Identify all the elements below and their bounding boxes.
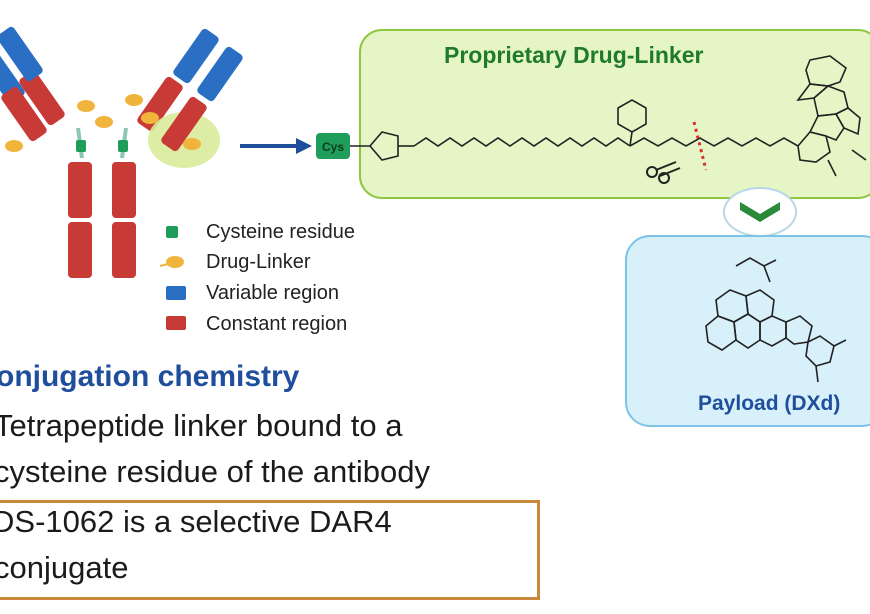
drug-linker-marker-icon — [166, 256, 184, 268]
drug-linker-dot — [183, 138, 201, 150]
drug-linker-dot — [95, 116, 113, 128]
dar4-line-1: DS-1062 is a selective DAR4 — [0, 504, 392, 539]
cysteine-marker-icon — [166, 226, 178, 238]
constant-region-marker-icon — [166, 316, 186, 330]
drug-linker-title: Proprietary Drug-Linker — [444, 42, 704, 68]
cys-tag: Cys — [322, 140, 344, 154]
constant-region-block — [112, 162, 136, 218]
constant-region-block — [68, 162, 92, 218]
drug-linker-panel — [359, 29, 870, 199]
legend-label-variable-region: Variable region — [206, 282, 340, 304]
arrow-head — [296, 138, 312, 154]
legend-label-constant-region: Constant region — [206, 313, 348, 335]
constant-region-block — [68, 222, 92, 278]
drug-linker-dot — [141, 112, 159, 124]
cysteine-residue — [76, 140, 86, 152]
drug-linker-dot — [125, 94, 143, 106]
antibody-right-arm — [125, 28, 243, 168]
variable-region-block — [197, 46, 243, 102]
variable-region-marker-icon — [166, 286, 186, 300]
drug-linker-dot — [77, 100, 95, 112]
legend-label-cysteine: Cysteine residue — [206, 221, 355, 243]
conjugation-heading: onjugation chemistry — [0, 360, 300, 393]
conjugation-line-1: Tetrapeptide linker bound to a — [0, 408, 403, 443]
scissors-icon — [646, 161, 681, 184]
antibody — [0, 26, 243, 278]
dar4-highlight-box — [0, 500, 540, 600]
drug-linker-dot — [5, 140, 23, 152]
cys-tag-box — [316, 133, 350, 159]
variable-region-block — [0, 26, 43, 82]
constant-region-block — [1, 86, 47, 142]
payload-structure — [705, 257, 847, 383]
conjugation-line-2: cysteine residue of the antibody — [0, 454, 430, 489]
chevron-down-icon — [740, 202, 780, 222]
antibody-left-arm — [0, 26, 113, 152]
drug-linker-marker-tail — [159, 263, 169, 267]
constant-region-block — [161, 96, 207, 152]
variable-region-block — [173, 28, 219, 84]
cysteine-residue — [118, 140, 128, 152]
constant-region-block — [112, 222, 136, 278]
drug-linker-structure — [350, 55, 867, 177]
release-chevron-badge — [723, 187, 797, 237]
constant-region-block — [19, 70, 65, 126]
cleavage-site — [692, 121, 708, 171]
legend-label-drug-linker: Drug-Linker — [206, 251, 311, 273]
dar4-line-2: conjugate — [0, 550, 129, 585]
payload-panel — [625, 235, 870, 427]
payload-title: Payload (DXd) — [698, 392, 841, 415]
